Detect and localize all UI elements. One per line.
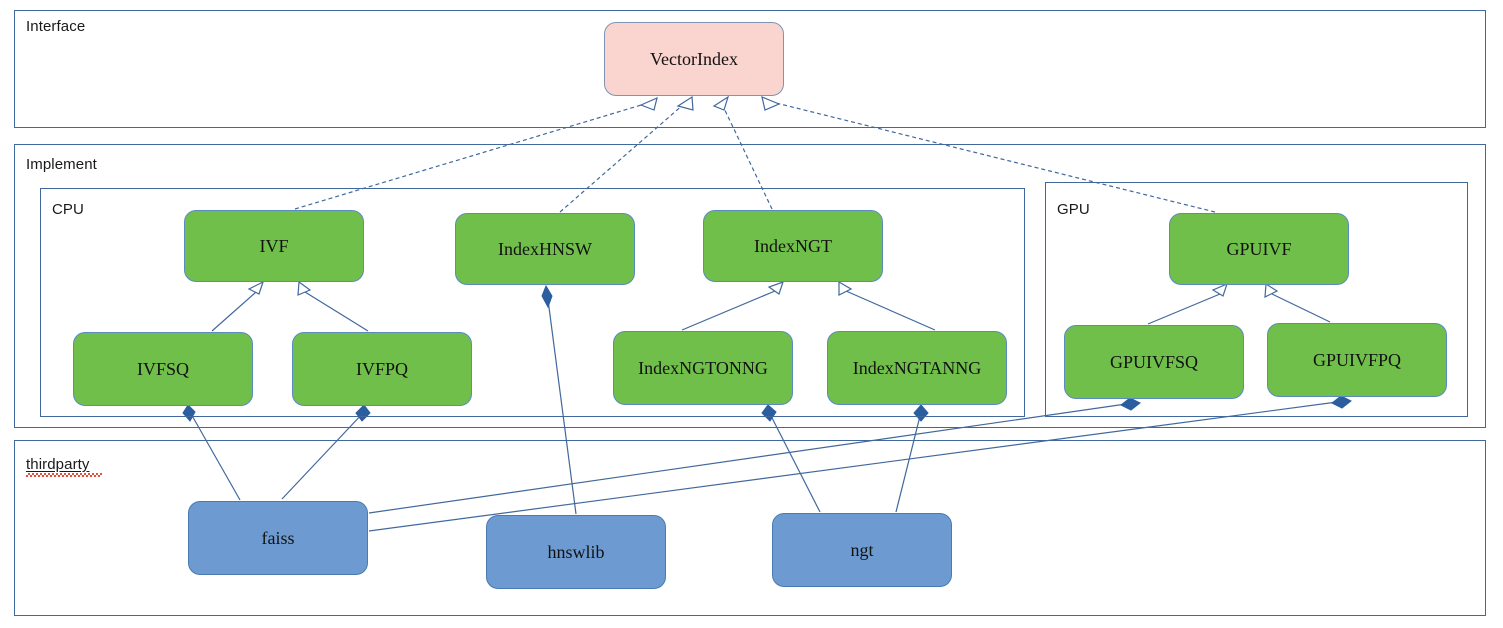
node-ivf[interactable]: IVF (184, 210, 364, 282)
node-ivfpq[interactable]: IVFPQ (292, 332, 472, 406)
node-label: IVF (259, 236, 289, 256)
node-label: IndexNGTONNG (638, 358, 768, 378)
node-label: GPUIVF (1226, 239, 1292, 259)
node-ngt[interactable]: ngt (772, 513, 952, 587)
node-label: IndexNGT (754, 236, 832, 256)
package-interface (14, 10, 1486, 128)
node-indexngt[interactable]: IndexNGT (703, 210, 883, 282)
node-label: GPUIVFPQ (1312, 350, 1402, 370)
node-label: GPUIVFSQ (1109, 352, 1199, 372)
package-implement (14, 144, 1486, 428)
node-indexngtonng[interactable]: IndexNGTONNG (613, 331, 793, 405)
node-gpuivf[interactable]: GPUIVF (1169, 213, 1349, 285)
node-label: faiss (261, 528, 295, 548)
package-label-implement: Implement (26, 156, 97, 173)
spellcheck-squiggle (26, 473, 102, 477)
package-thirdparty (14, 440, 1486, 616)
package-label-thirdparty: thirdparty (26, 456, 90, 473)
node-hnswlib[interactable]: hnswlib (486, 515, 666, 589)
node-gpuivfpq[interactable]: GPUIVFPQ (1267, 323, 1447, 397)
package-label-interface: Interface (26, 18, 86, 35)
node-vectorindex[interactable]: VectorIndex (604, 22, 784, 96)
node-label: IVFSQ (136, 359, 189, 379)
node-label: IVFPQ (355, 359, 408, 379)
package-cpu (40, 188, 1025, 417)
node-label: hnswlib (547, 542, 605, 562)
node-gpuivfsq[interactable]: GPUIVFSQ (1064, 325, 1244, 399)
node-label: IndexNGTANNG (852, 358, 982, 378)
package-gpu (1045, 182, 1468, 417)
node-ivfsq[interactable]: IVFSQ (73, 332, 253, 406)
node-indexhnsw[interactable]: IndexHNSW (455, 213, 635, 285)
node-label: VectorIndex (650, 49, 738, 69)
node-faiss[interactable]: faiss (188, 501, 368, 575)
package-label-cpu: CPU (52, 201, 84, 218)
package-label-gpu: GPU (1057, 201, 1090, 218)
node-label: IndexHNSW (498, 239, 592, 259)
node-indexngtanng[interactable]: IndexNGTANNG (827, 331, 1007, 405)
node-label: ngt (850, 540, 874, 560)
